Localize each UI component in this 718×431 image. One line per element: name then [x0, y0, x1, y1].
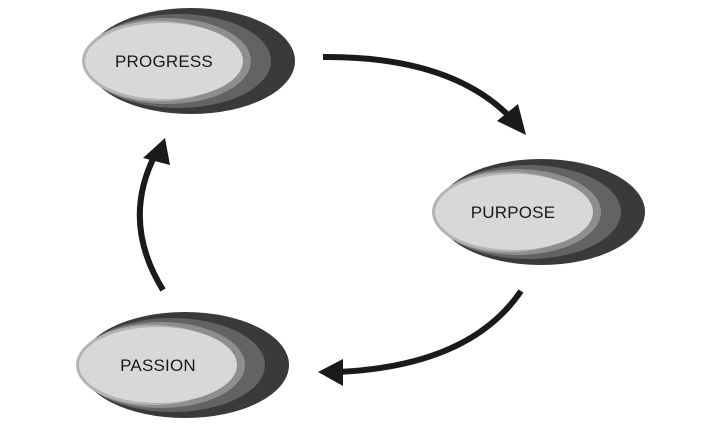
edge-purpose-to-passion	[318, 289, 524, 386]
edge-passion-to-progress	[136, 138, 170, 292]
arrow-shaft	[337, 289, 524, 375]
node-label-passion: PASSION	[120, 356, 196, 375]
ellipse-face	[435, 174, 593, 250]
ellipse-face	[79, 327, 237, 403]
arrow-shaft	[136, 153, 166, 292]
arrow-shaft	[322, 53, 515, 122]
node-label-purpose: PURPOSE	[471, 203, 556, 222]
arrow-head	[143, 138, 170, 165]
node-label-progress: PROGRESS	[115, 52, 213, 71]
edge-progress-to-purpose	[322, 53, 526, 135]
node-progress: PROGRESS	[82, 8, 295, 114]
node-purpose: PURPOSE	[432, 159, 645, 265]
arrow-head	[318, 359, 343, 386]
ellipse-face	[85, 23, 243, 99]
node-passion: PASSION	[76, 312, 289, 418]
arrow-head	[497, 104, 526, 135]
